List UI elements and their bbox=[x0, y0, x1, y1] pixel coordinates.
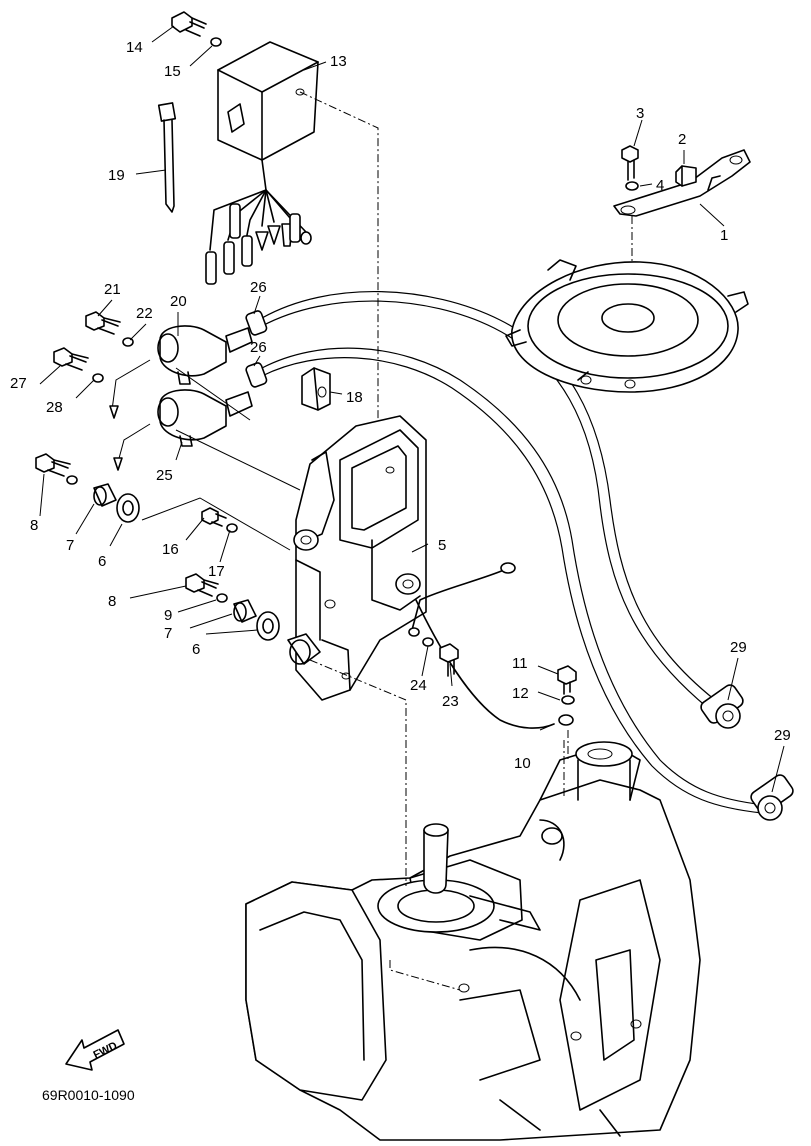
bolt-23 bbox=[439, 643, 459, 677]
drawing-code: 69R0010-1090 bbox=[42, 1087, 135, 1103]
plug-cap-29-a bbox=[700, 684, 744, 729]
callout-2: 2 bbox=[678, 131, 686, 148]
bolt-8-upper bbox=[35, 453, 71, 477]
callout-15: 15 bbox=[164, 63, 181, 80]
coil-mount-lines bbox=[175, 367, 301, 491]
ground-lead-10 bbox=[408, 562, 574, 729]
engine-power-head bbox=[245, 741, 701, 1141]
callout-5: 5 bbox=[438, 537, 446, 554]
grommet-6-upper bbox=[116, 493, 140, 523]
collar-7-lower bbox=[233, 599, 257, 623]
electrical-bracket-5 bbox=[293, 415, 427, 701]
callout-8-upper: 8 bbox=[30, 517, 38, 534]
ignition-coil-20 bbox=[157, 310, 268, 385]
bracket-1 bbox=[613, 149, 751, 217]
callout-11: 11 bbox=[512, 655, 528, 672]
callout-7-upper: 7 bbox=[66, 537, 74, 554]
callout-29-upper: 29 bbox=[730, 639, 747, 656]
callout-21: 21 bbox=[104, 281, 121, 298]
cable-tie-19 bbox=[157, 102, 177, 213]
callout-3: 3 bbox=[636, 105, 644, 122]
callout-7-lower: 7 bbox=[164, 625, 172, 642]
bushing-mount-line bbox=[309, 659, 407, 886]
callout-19: 19 bbox=[108, 167, 125, 184]
coil-ground-leads bbox=[111, 359, 151, 463]
callout-28: 28 bbox=[46, 399, 63, 416]
callout-17: 17 bbox=[208, 563, 225, 580]
ignition-cable-29-upper bbox=[261, 290, 716, 709]
cdi-harness bbox=[205, 159, 312, 285]
grommet-6-lower bbox=[256, 611, 280, 641]
fwd-direction-arrow: FWD bbox=[65, 1029, 125, 1071]
washer-4 bbox=[625, 181, 639, 191]
callout-20: 20 bbox=[170, 293, 187, 310]
callout-1: 1 bbox=[720, 227, 728, 244]
washer-12 bbox=[561, 695, 575, 705]
callout-26-upper: 26 bbox=[250, 279, 267, 296]
cdi-unit-13 bbox=[217, 41, 319, 161]
grommet-mount-line bbox=[141, 497, 291, 551]
callout-16: 16 bbox=[162, 541, 179, 558]
callout-25: 25 bbox=[156, 467, 173, 484]
washer-24 bbox=[422, 637, 434, 647]
bolt-21 bbox=[85, 311, 121, 335]
clip-2 bbox=[675, 165, 697, 187]
ignition-cable-29-lower bbox=[261, 347, 766, 814]
collar-7-upper bbox=[93, 483, 117, 507]
callout-leader-lines bbox=[39, 25, 785, 793]
bushing-lower bbox=[287, 633, 321, 665]
callout-22: 22 bbox=[136, 305, 153, 322]
callout-9: 9 bbox=[164, 607, 172, 624]
callout-10: 10 bbox=[514, 755, 531, 772]
bolt-8-lower bbox=[185, 573, 219, 597]
callout-27: 27 bbox=[10, 375, 27, 392]
cdi-mount-line bbox=[299, 91, 379, 420]
callout-13: 13 bbox=[330, 53, 347, 70]
block-mount-line bbox=[389, 960, 461, 991]
callout-24: 24 bbox=[410, 677, 427, 694]
washer-28 bbox=[92, 373, 104, 383]
callout-8-lower: 8 bbox=[108, 593, 116, 610]
plug-terminal-b bbox=[113, 457, 123, 471]
bolt-11 bbox=[557, 665, 577, 695]
plug-cap-29-b bbox=[750, 774, 794, 821]
magneto-base bbox=[505, 259, 749, 393]
callout-18: 18 bbox=[346, 389, 363, 406]
callout-29-lower: 29 bbox=[774, 727, 791, 744]
callout-4: 4 bbox=[656, 177, 664, 194]
callout-numbers: 1 2 3 4 5 6 7 8 6 7 9 8 10 11 12 13 14 1… bbox=[10, 39, 791, 772]
plug-terminal-a bbox=[109, 405, 119, 419]
callout-12: 12 bbox=[512, 685, 529, 702]
ignition-coil-25 bbox=[157, 362, 268, 447]
clamp-18 bbox=[301, 367, 331, 411]
callout-6-upper: 6 bbox=[98, 553, 106, 570]
bolt-27 bbox=[53, 347, 89, 371]
washer-upper bbox=[66, 475, 78, 485]
bolt-14 bbox=[171, 11, 207, 37]
callout-14: 14 bbox=[126, 39, 143, 56]
washer-15 bbox=[210, 37, 222, 47]
callout-23: 23 bbox=[442, 693, 459, 710]
washer-17 bbox=[226, 523, 238, 533]
washer-9 bbox=[216, 593, 228, 603]
callout-26-lower: 26 bbox=[250, 339, 267, 356]
screw-3 bbox=[621, 145, 639, 181]
callout-6-lower: 6 bbox=[192, 641, 200, 658]
